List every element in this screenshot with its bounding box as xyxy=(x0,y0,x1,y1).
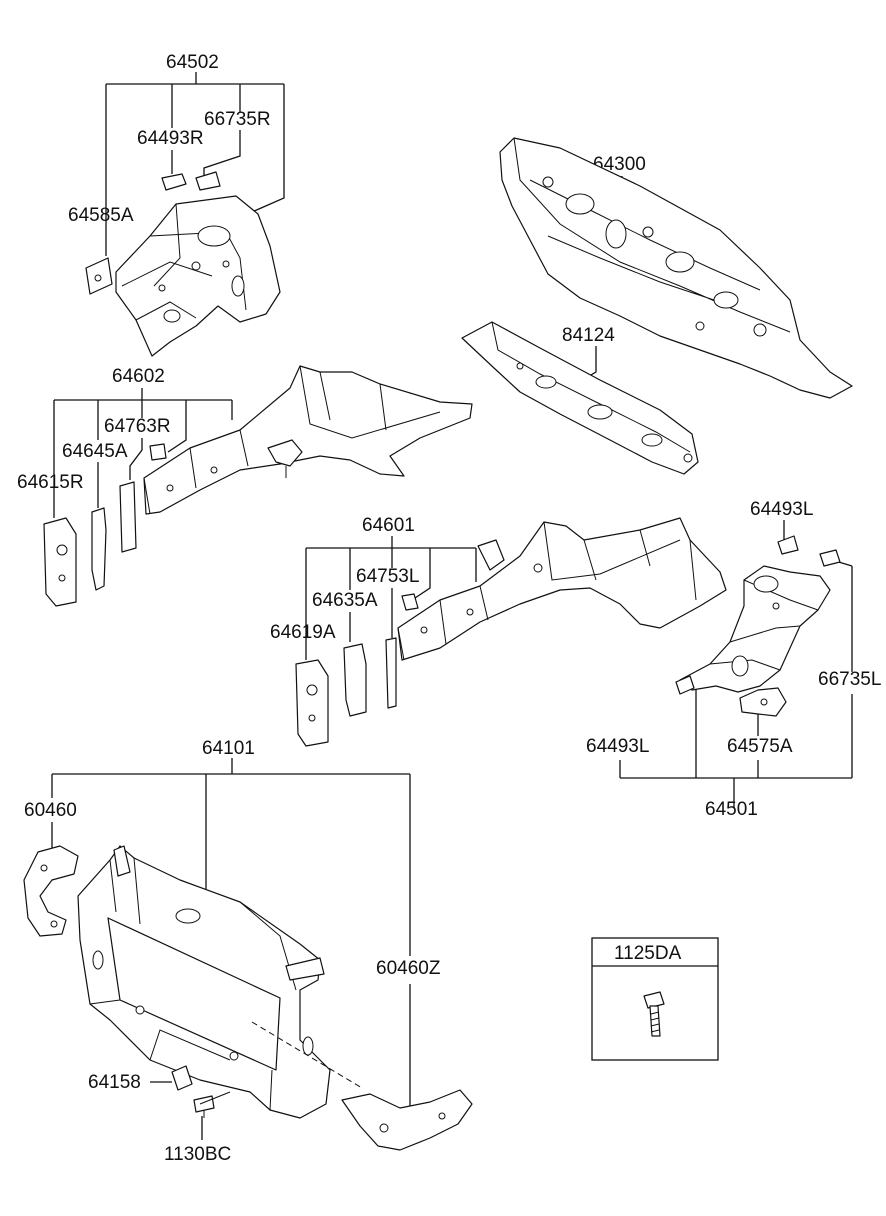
label-64763R: 64763R xyxy=(104,416,171,437)
part-64619A xyxy=(295,659,329,747)
label-64158: 64158 xyxy=(88,1072,141,1093)
part-64101-carrier xyxy=(77,845,363,1119)
bolt-1125DA xyxy=(643,991,665,1037)
fasteners xyxy=(171,991,665,1118)
part-64300-dash-panel xyxy=(499,137,853,399)
label-60460Z: 60460Z xyxy=(376,958,441,979)
label-1130BC: 1130BC xyxy=(164,1144,231,1165)
label-60460: 60460 xyxy=(24,800,77,821)
label-64645A: 64645A xyxy=(62,441,128,462)
label-64619A: 64619A xyxy=(270,622,336,643)
part-64763R xyxy=(149,443,167,461)
part-64635A xyxy=(343,643,367,717)
part-64615R xyxy=(43,517,77,607)
part-64602-side-member xyxy=(43,365,473,607)
label-64753L: 64753L xyxy=(356,566,419,587)
label-66735L: 66735L xyxy=(818,669,881,690)
label-1125DA: 1125DA xyxy=(614,943,682,964)
label-64493R: 64493R xyxy=(137,128,204,149)
part-64635A-stiffener xyxy=(385,637,397,709)
label-64101: 64101 xyxy=(202,738,255,759)
part-64501-assembly xyxy=(675,535,841,717)
part-64601-side-member xyxy=(295,517,727,747)
label-66735R: 66735R xyxy=(204,109,271,130)
label-64615R: 64615R xyxy=(17,472,84,493)
part-84124-cross-member xyxy=(461,321,699,475)
label-64585A: 64585A xyxy=(68,205,134,226)
label-64501: 64501 xyxy=(705,799,758,820)
hardware-box-1125DA xyxy=(591,937,719,1061)
part-64158-clip xyxy=(171,1065,193,1091)
label-64502: 64502 xyxy=(166,52,219,73)
label-64602: 64602 xyxy=(112,366,165,387)
label-64575A: 64575A xyxy=(727,736,793,757)
part-64753L xyxy=(401,593,419,611)
part-64645A xyxy=(91,507,107,591)
part-64502-assembly xyxy=(85,171,281,357)
part-60460-bracket xyxy=(23,845,79,937)
label-64493L-top: 64493L xyxy=(750,499,813,520)
label-64601: 64601 xyxy=(362,515,415,536)
label-84124: 84124 xyxy=(562,325,615,346)
label-64493L-bottom: 64493L xyxy=(586,736,649,757)
part-60460Z-bracket xyxy=(341,1089,473,1151)
part-labels: 64502 64493R 66735R 64585A 64300 84124 6… xyxy=(17,52,881,1165)
part-64763R-stiffener xyxy=(119,481,137,553)
label-64635A: 64635A xyxy=(312,590,378,611)
bolt-1130BC xyxy=(193,1091,231,1118)
